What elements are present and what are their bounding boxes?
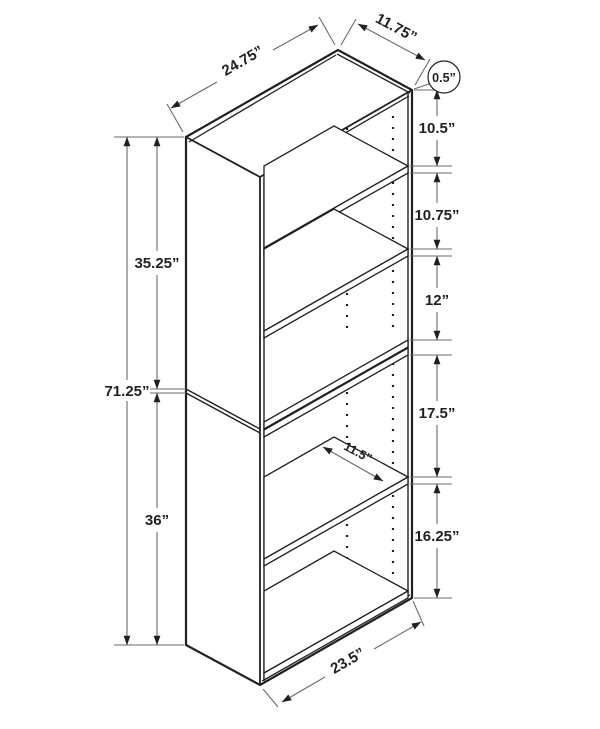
lower-unit-top-board <box>263 346 409 439</box>
dim-shelf-depth <box>322 446 384 482</box>
dim-label-thickness: 0.5” <box>432 71 456 85</box>
dim-label-top-width: 24.75” <box>219 43 267 80</box>
ext-base-width-right <box>412 600 425 627</box>
dim-label-opening3: 12” <box>425 292 449 309</box>
ext-base-width-left <box>262 688 279 708</box>
dim-label-lower-height: 36” <box>145 512 169 529</box>
top-left-edge <box>185 136 261 178</box>
dim-label-opening4: 17.5” <box>419 405 456 422</box>
dim-label-opening5: 16.25” <box>414 528 459 545</box>
dim-top-width-a <box>170 81 218 109</box>
shelf3-front-edge <box>263 475 409 568</box>
dim-right-group: 10.5” 10.75” 12” 17.5” 16.25” <box>410 89 460 599</box>
top-right-edge-inner <box>336 53 411 94</box>
thickness-callout: 0.5” <box>413 60 461 94</box>
ext-top-width-left <box>166 103 184 133</box>
dim-label-opening1: 10.5” <box>419 120 456 137</box>
dim-label-opening2: 10.75” <box>414 207 459 224</box>
shelves <box>263 125 410 682</box>
dim-top-depth <box>357 23 426 61</box>
callout-leader-line <box>413 83 430 90</box>
bottom-board-front-edge <box>263 589 409 682</box>
dim-base-width-b <box>373 621 422 650</box>
upper-unit-bottom-board <box>263 338 409 431</box>
dim-label-top-depth: 11.75” <box>373 10 420 46</box>
unit-seam-line-1 <box>185 388 261 430</box>
top-back-edge-inner <box>188 54 337 143</box>
dim-top-width-b <box>272 24 319 51</box>
shelf2-front-edge <box>263 247 409 340</box>
dim-label-base-width: 23.5” <box>328 645 368 678</box>
dim-label-total-height: 71.25” <box>104 383 149 400</box>
ext-top-depth-left <box>340 18 357 46</box>
ext-top-width-right <box>318 16 336 46</box>
dim-label-upper-height: 35.25” <box>134 255 179 272</box>
callout-circle <box>427 60 461 94</box>
dim-left-group: 35.25” 71.25” 36” <box>104 136 186 646</box>
unit-seam-line-2 <box>185 392 261 434</box>
dim-base-width-a <box>281 676 326 703</box>
ext-top-depth-right <box>414 58 431 86</box>
cabinet-silhouette <box>184 48 414 687</box>
